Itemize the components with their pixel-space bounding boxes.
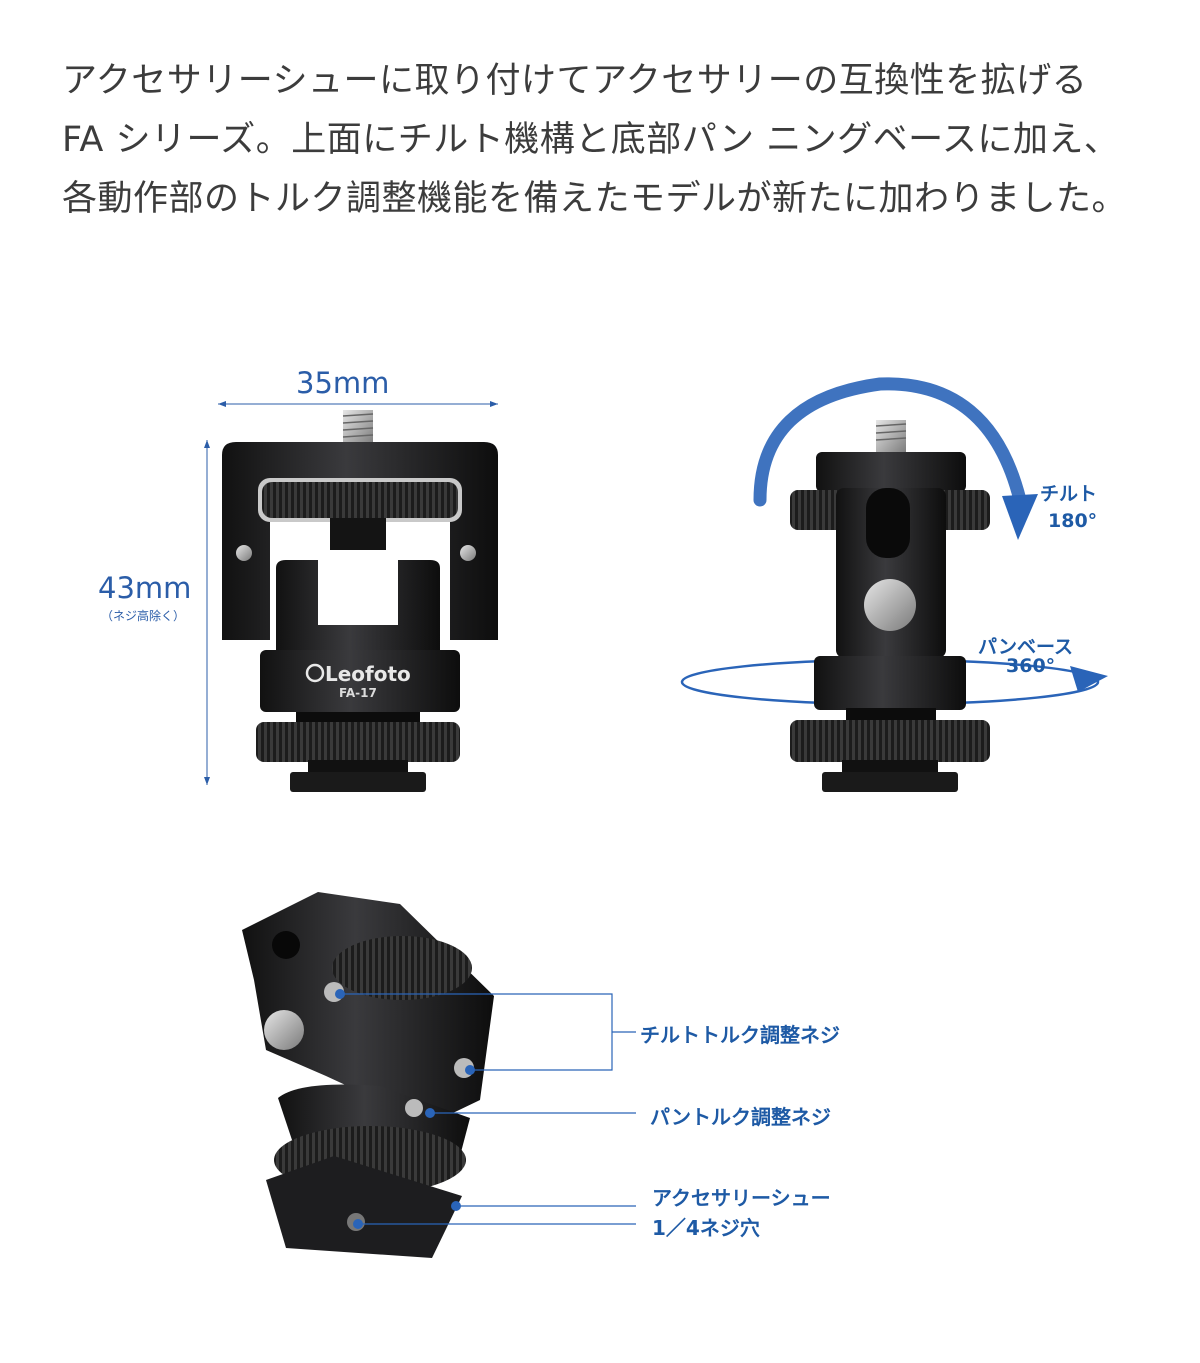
angled-view-mount	[242, 892, 494, 1258]
intro-line-1: アクセサリーシューに取り付けてアクセサリーの互換性を拡げる	[62, 61, 1088, 101]
callout-screw-hole: 1／4ネジ穴	[652, 1216, 760, 1240]
callout-tilt-torque-screw: チルトトルク調整ネジ	[640, 1023, 840, 1047]
side-view-mount	[680, 377, 1108, 792]
front-view-mount	[222, 410, 498, 792]
callout-pan-torque-screw: パントルク調整ネジ	[650, 1105, 831, 1129]
width-dimension: 35mm	[296, 366, 390, 400]
tilt-label: チルト	[1040, 483, 1098, 505]
tilt-degrees: 180°	[1048, 510, 1098, 532]
pan-degrees: 360°	[1006, 655, 1056, 677]
callout-accessory-shoe: アクセサリーシュー	[652, 1186, 831, 1210]
height-dimension-note: （ネジ高除く）	[101, 609, 186, 623]
intro-text: アクセサリーシューに取り付けてアクセサリーの互換性を拡げる FA シリーズ。上面…	[62, 52, 1162, 229]
intro-line-3: 各動作部のトルク調整機能を備えたモデルが新たに加わりました。	[62, 179, 1128, 219]
model-number: FA-17	[339, 686, 377, 700]
callout-lines	[340, 993, 636, 1225]
pan-label: パンベース	[978, 636, 1074, 658]
intro-line-2: FA シリーズ。上面にチルト機構と底部パン ニングベースに加え、	[62, 120, 1120, 160]
height-dimension: 43mm	[98, 571, 192, 605]
callout-dots	[335, 989, 475, 1229]
brand-logo: Leofoto	[325, 662, 411, 686]
dimension-lines	[204, 401, 498, 785]
